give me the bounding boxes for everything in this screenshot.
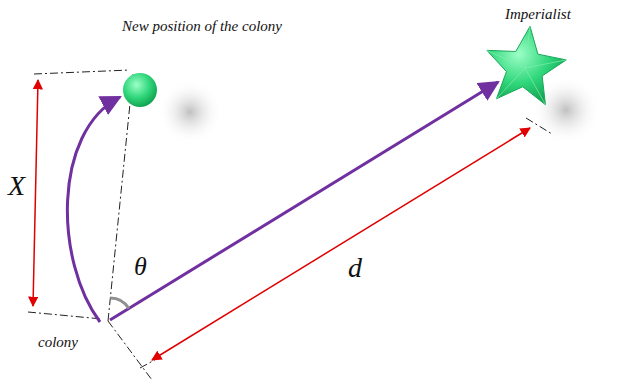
star-facet <box>487 50 525 68</box>
colony-dot <box>123 73 157 107</box>
dimension-label: X <box>8 170 25 202</box>
extension-line <box>28 312 102 319</box>
guide-line <box>108 321 152 380</box>
guide-line <box>108 74 133 321</box>
colony-label: colony <box>38 334 78 351</box>
shadow <box>158 80 222 144</box>
star-facet <box>525 68 545 105</box>
imperialist-label: Imperialist <box>505 6 571 23</box>
position-label: New position of the colony <box>122 18 282 35</box>
extension-line <box>140 357 160 368</box>
star-facet <box>525 26 530 68</box>
star-facet <box>525 60 566 68</box>
imperialist-node: Imperialist <box>470 4 590 116</box>
distance-label: d <box>348 252 362 284</box>
dimension-arrow <box>152 128 530 360</box>
colony-node: New position of the colony <box>112 12 312 112</box>
star-shape <box>487 26 566 104</box>
angle-label: θ <box>134 252 147 282</box>
star-facet <box>496 68 525 99</box>
dimension-arrow <box>33 80 38 306</box>
movement-arrow <box>67 97 120 322</box>
extension-line <box>34 70 130 74</box>
angle-arc <box>110 298 129 308</box>
extension-line <box>526 118 552 134</box>
direction-arrow <box>110 82 498 320</box>
